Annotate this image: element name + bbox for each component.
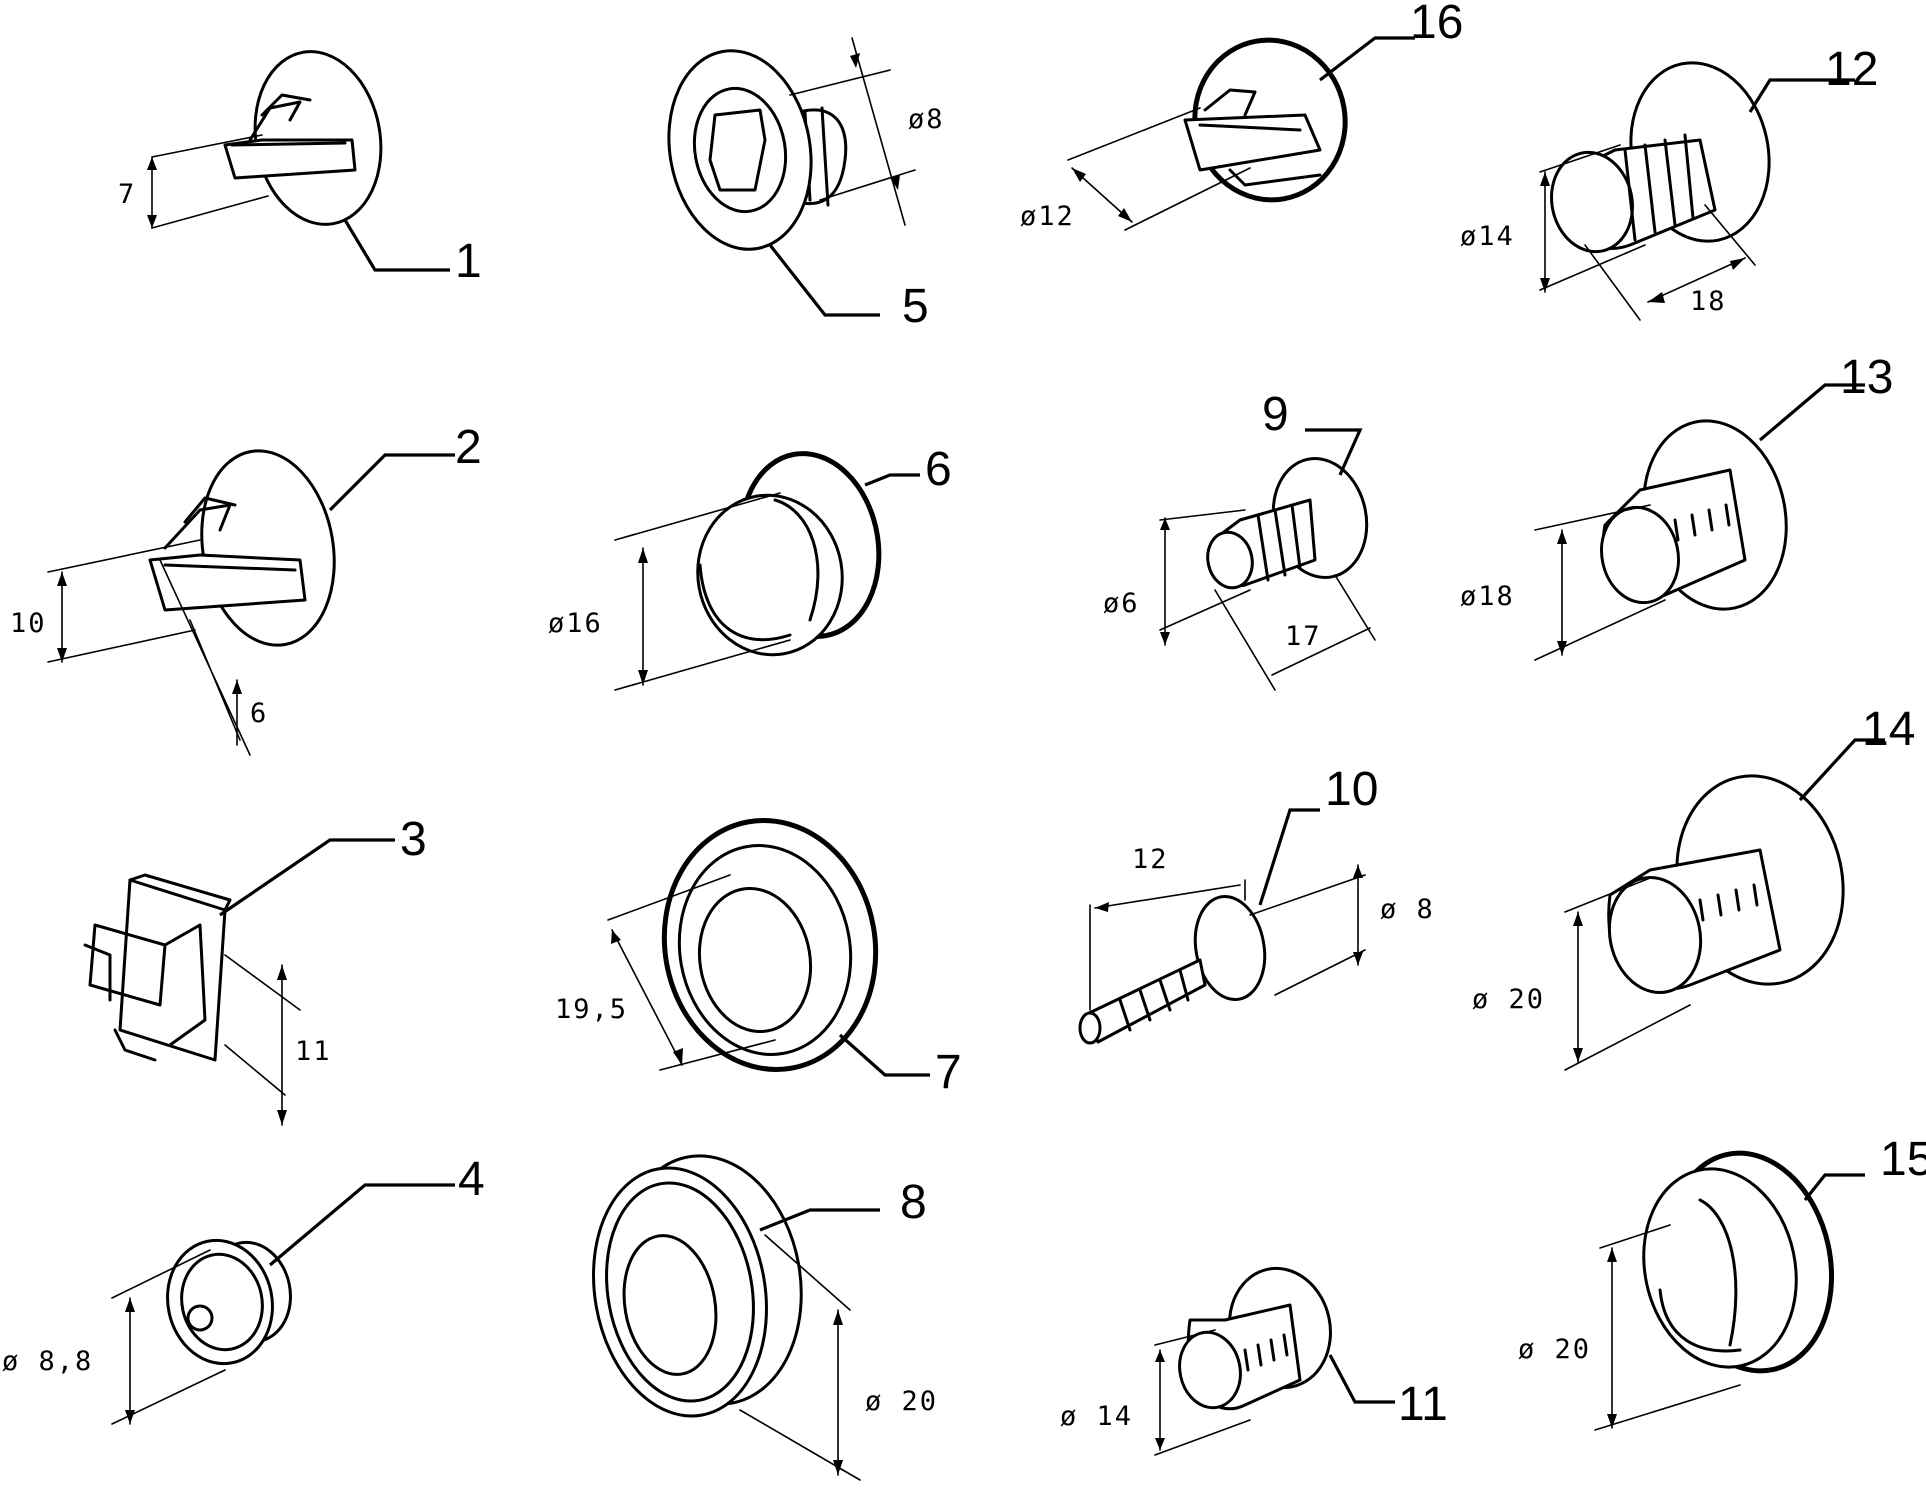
part-16: ø12 16 — [1020, 0, 1463, 232]
part-9: ø6 17 9 — [1103, 388, 1376, 691]
part-1-dim-1: 7 — [118, 179, 136, 210]
part-1-callout: 1 — [455, 235, 482, 288]
part-3: 11 3 — [83, 813, 427, 1126]
part-5-dim-1: ø8 — [908, 104, 945, 135]
part-13-callout: 13 — [1840, 351, 1893, 404]
part-5: ø8 5 — [667, 37, 945, 333]
part-4-callout: 4 — [458, 1153, 485, 1206]
part-15-dim-1: ø 20 — [1518, 1334, 1591, 1365]
part-16-dim-1: ø12 — [1020, 201, 1075, 232]
part-1: 7 1 — [118, 50, 482, 288]
part-10-dim-2: ø 8 — [1380, 894, 1435, 925]
part-12-dim-2: 18 — [1690, 286, 1727, 317]
part-7-callout: 7 — [935, 1046, 962, 1099]
part-15: ø 20 15 — [1518, 1133, 1926, 1431]
part-10: 12 ø 8 10 — [1078, 763, 1435, 1045]
part-2-dim-2: 6 — [250, 698, 268, 729]
part-11: ø 14 11 — [1060, 1266, 1448, 1456]
part-7-dim-1: 19,5 — [555, 994, 628, 1025]
part-16-callout: 16 — [1410, 0, 1463, 49]
part-4: ø 8,8 4 — [2, 1153, 485, 1425]
part-12-dim-1: ø14 — [1460, 221, 1515, 252]
part-9-dim-1: ø6 — [1103, 588, 1140, 619]
part-13: ø18 13 — [1460, 351, 1893, 661]
part-12: ø14 18 12 — [1460, 43, 1878, 321]
part-6-dim-1: ø16 — [548, 608, 603, 639]
part-15-callout: 15 — [1880, 1133, 1926, 1186]
part-14-dim-1: ø 20 — [1472, 984, 1545, 1015]
part-6-callout: 6 — [925, 443, 952, 496]
part-10-callout: 10 — [1325, 763, 1378, 816]
part-4-dim-1: ø 8,8 — [2, 1346, 93, 1377]
part-5-callout: 5 — [902, 280, 929, 333]
part-8: ø 20 8 — [592, 1154, 938, 1481]
part-14: ø 20 14 — [1472, 703, 1915, 1071]
part-9-callout: 9 — [1262, 388, 1289, 441]
part-2: 10 6 2 — [10, 421, 482, 756]
part-3-callout: 3 — [400, 813, 427, 866]
part-2-callout: 2 — [455, 421, 482, 474]
part-12-callout: 12 — [1825, 43, 1878, 96]
part-2-dim-1: 10 — [10, 608, 47, 639]
part-10-dim-1: 12 — [1132, 844, 1169, 875]
part-3-dim-1: 11 — [295, 1036, 332, 1067]
part-7: 19,5 7 — [555, 818, 962, 1099]
part-11-dim-1: ø 14 — [1060, 1401, 1133, 1432]
part-8-dim-1: ø 20 — [865, 1386, 938, 1417]
part-8-callout: 8 — [900, 1176, 927, 1229]
part-14-callout: 14 — [1862, 703, 1915, 756]
part-9-dim-2: 17 — [1285, 621, 1322, 652]
part-11-callout: 11 — [1398, 1378, 1448, 1431]
part-13-dim-1: ø18 — [1460, 581, 1515, 612]
part-6: ø16 6 — [548, 443, 952, 691]
